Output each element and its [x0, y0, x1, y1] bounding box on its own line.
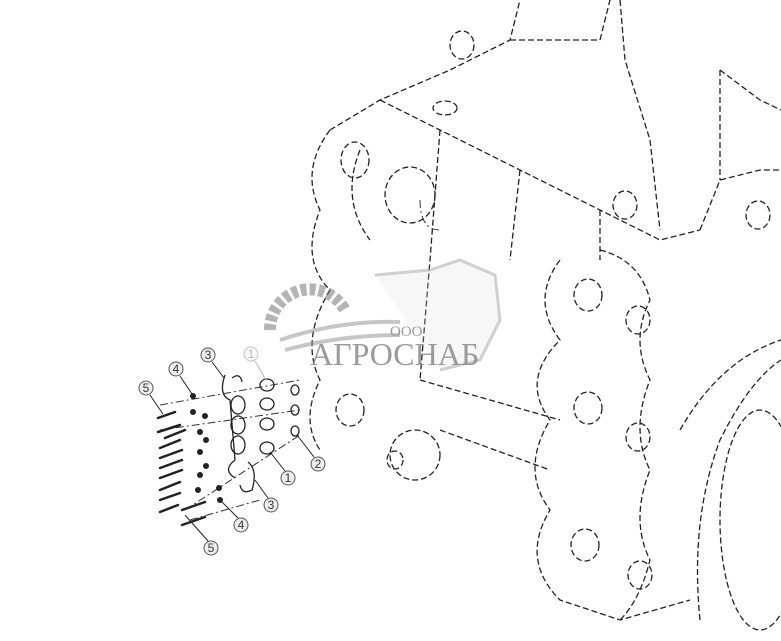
callout-5-bottom: 5 [203, 540, 219, 556]
svg-text:5: 5 [208, 541, 215, 555]
svg-text:4: 4 [238, 518, 245, 532]
svg-text:1: 1 [248, 347, 255, 361]
callout-5-top: 5 [138, 380, 154, 396]
callout-3-bottom: 3 [263, 497, 279, 513]
callout-4-bottom: 4 [233, 517, 249, 533]
svg-text:4: 4 [173, 362, 180, 376]
svg-text:3: 3 [205, 348, 212, 362]
watermark-name: АГРОСНАБ [310, 336, 479, 372]
callout-3-top: 3 [200, 347, 216, 363]
svg-text:3: 3 [268, 498, 275, 512]
axle-frame [309, 0, 781, 621]
frame-holes [335, 30, 781, 631]
callout-1: 1 [280, 470, 296, 486]
callout-1-faded: 1 [243, 346, 259, 362]
svg-text:2: 2 [315, 457, 322, 471]
hardware-parts [156, 374, 301, 527]
watermark-logo [263, 258, 502, 372]
callout-4-top: 4 [168, 361, 184, 377]
watermark-prefix: ООО [390, 324, 423, 340]
callout-2: 2 [310, 456, 326, 472]
svg-text:1: 1 [285, 471, 292, 485]
svg-text:5: 5 [143, 381, 150, 395]
